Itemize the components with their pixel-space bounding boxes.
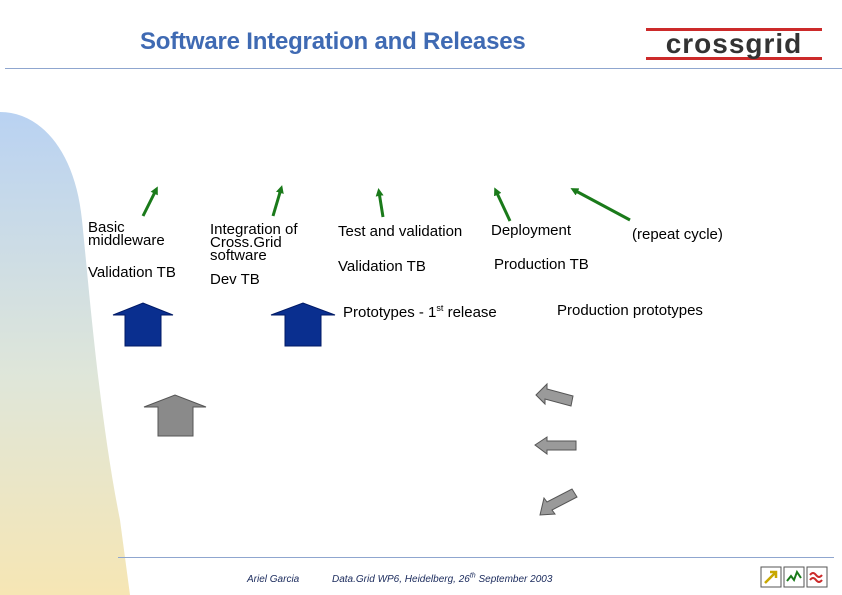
page-title: Software Integration and Releases — [140, 28, 526, 55]
repeat-cycle-label: (repeat cycle) — [632, 226, 723, 243]
title-divider — [5, 68, 842, 69]
basic-label: Basic middleware — [88, 219, 165, 249]
production-prototypes-label: Production prototypes — [557, 302, 703, 319]
footer-divider — [118, 557, 834, 558]
production-tb-label: Production TB — [494, 256, 589, 273]
chart-icon — [783, 566, 805, 588]
footer-event: Data.Grid WP6, Heidelberg, 26th Septembe… — [332, 572, 553, 585]
test-validation-label: Test and validation — [338, 223, 463, 240]
wave-icon — [806, 566, 828, 588]
footer-author: Ariel Garcia — [247, 574, 300, 585]
integration-label: Integration of Cross.Grid software — [210, 221, 298, 264]
dev-tb-label: Dev TB — [210, 271, 260, 288]
prototypes-release-label: Prototypes - 1st release — [343, 303, 497, 321]
validation-tb-label: Validation TB — [338, 258, 426, 275]
deployment-label: Deployment — [491, 222, 572, 239]
svg-text:crossgrid: crossgrid — [666, 28, 803, 59]
basic-validation-label: Validation TB — [88, 264, 176, 281]
footer-icons — [760, 566, 828, 588]
arrow-icon — [760, 566, 782, 588]
crossgrid-logo: crossgrid — [646, 28, 822, 60]
